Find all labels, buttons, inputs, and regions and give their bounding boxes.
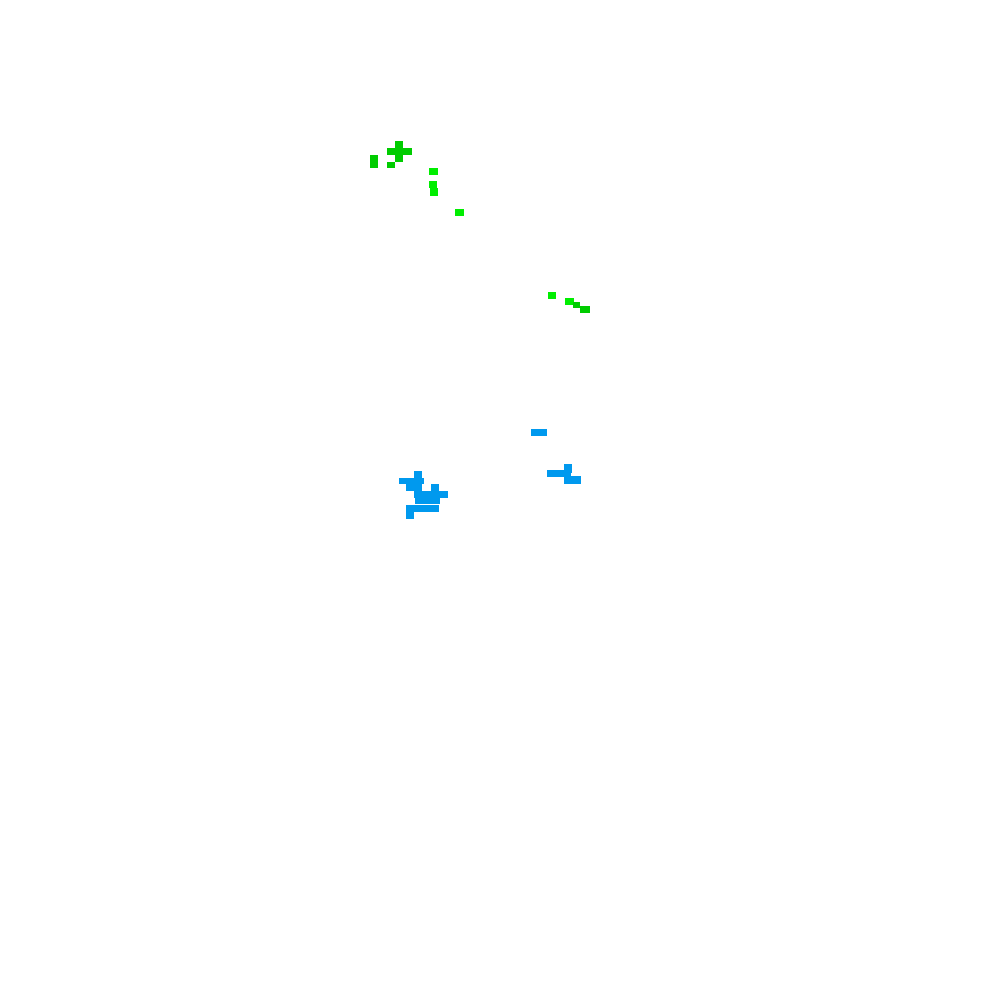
green-pixel-1 <box>387 148 412 155</box>
blue-pixel-26 <box>406 512 414 519</box>
blue-pixel-14 <box>531 429 547 436</box>
blue-pixel-20 <box>406 484 422 491</box>
green-pixel-11 <box>565 298 574 305</box>
blue-pixel-15 <box>564 464 572 473</box>
green-pixel-10 <box>548 292 556 299</box>
blue-pixel-25 <box>406 505 439 512</box>
green-pixel-3 <box>370 155 378 161</box>
green-pixel-4 <box>370 161 378 168</box>
blue-pixel-23 <box>423 491 448 498</box>
green-pixel-13 <box>580 306 590 313</box>
green-pixel-2 <box>395 155 403 162</box>
green-pixel-8 <box>430 188 438 196</box>
blue-pixel-18 <box>414 471 422 478</box>
blue-pixel-19 <box>399 478 424 484</box>
blue-pixel-16 <box>547 470 571 477</box>
green-pixel-5 <box>387 162 395 168</box>
blue-pixel-17 <box>564 476 581 484</box>
green-pixel-6 <box>429 168 438 175</box>
green-pixel-12 <box>573 302 580 308</box>
green-pixel-7 <box>429 181 437 188</box>
green-pixel-0 <box>395 141 403 149</box>
blue-pixel-21 <box>431 484 439 491</box>
blue-pixel-24 <box>415 498 440 504</box>
green-pixel-9 <box>455 209 464 216</box>
blue-pixel-22 <box>414 491 430 498</box>
